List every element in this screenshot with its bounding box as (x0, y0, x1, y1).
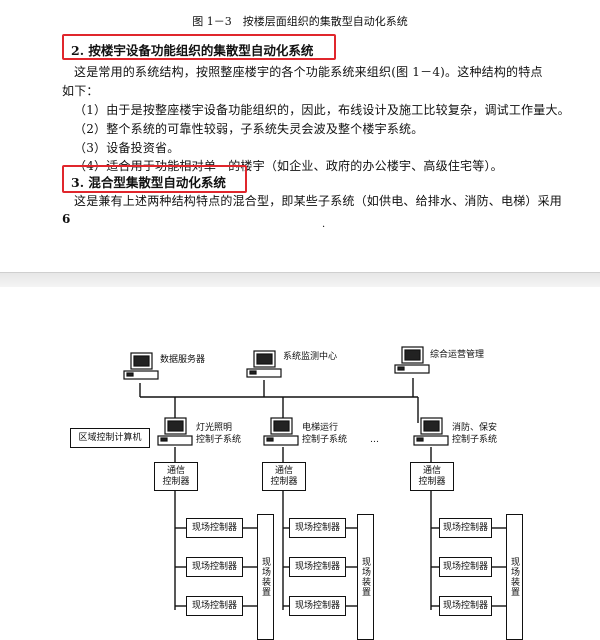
comm-controller-box: 通信 控制器 (410, 462, 454, 491)
computer-icon (394, 346, 430, 374)
field-controller-box: 现场控制器 (439, 518, 492, 538)
text-line: （3）设备投资省。 (74, 141, 180, 155)
label-operations: 综合运营管理 (430, 350, 485, 360)
ellipsis: … (370, 435, 379, 445)
label-monitor-center: 系统监测中心 (283, 352, 338, 362)
label-lighting-subsystem: 灯光照明 控制子系统 (196, 423, 242, 445)
field-controller-box: 现场控制器 (186, 557, 243, 577)
text-line: 如下： (62, 84, 99, 98)
document-page-top: 图 1－3 按楼层面组织的集散型自动化系统 2. 按楼宇设备功能组织的集散型自动… (0, 0, 600, 272)
field-controller-box: 现场控制器 (289, 596, 346, 616)
highlight-box-section2 (62, 34, 336, 60)
text-line: （4）适合用于功能相对单一的楼宇（如企业、政府的办公楼宇、高级住宅等）。 (74, 159, 503, 173)
section2-heading: 2. 按楼宇设备功能组织的集散型自动化系统 (71, 43, 314, 58)
field-controller-box: 现场控制器 (289, 557, 346, 577)
section3-heading: 3. 混合型集散型自动化系统 (71, 175, 226, 190)
field-controller-box: 现场控制器 (289, 518, 346, 538)
field-device-box: 现场装置 (506, 514, 523, 640)
label-data-server: 数据服务器 (160, 355, 206, 365)
area-control-computer-box: 区域控制计算机 (70, 428, 150, 448)
text-line: 这是常用的系统结构，按照整座楼宇的各个功能系统来组织(图 1－4)。这种结构的特… (74, 65, 543, 79)
page-number: 6 (62, 212, 71, 226)
text-line: （1）由于是按整座楼宇设备功能组织的，因此，布线设计及施工比较复杂，调试工作量大… (74, 103, 570, 117)
highlight-box-section3 (62, 165, 247, 193)
field-device-box: 现场装置 (357, 514, 374, 640)
comm-controller-box: 通信 控制器 (154, 462, 198, 491)
computer-icon (413, 417, 449, 446)
label-elevator-subsystem: 电梯运行 控制子系统 (302, 423, 348, 445)
computer-icon (263, 417, 299, 446)
computer-icon (157, 417, 193, 446)
field-controller-box: 现场控制器 (186, 596, 243, 616)
field-device-box: 现场装置 (257, 514, 274, 640)
computer-icon (123, 352, 159, 380)
text-line: （2）整个系统的可靠性较弱，子系统失灵会波及整个楼宇系统。 (74, 122, 424, 136)
figure-caption: 图 1－3 按楼层面组织的集散型自动化系统 (192, 15, 408, 28)
computer-icon (246, 350, 282, 378)
field-controller-box: 现场控制器 (186, 518, 243, 538)
text-line: 这是兼有上述两种结构特点的混合型，即某些子系统（如供电、给排水、消防、电梯）采用 (74, 194, 563, 208)
field-controller-box: 现场控制器 (439, 557, 492, 577)
field-controller-box: 现场控制器 (439, 596, 492, 616)
label-fire-security-subsystem: 消防、保安 控制子系统 (452, 423, 498, 445)
comm-controller-box: 通信 控制器 (262, 462, 306, 491)
stray-mark: · (322, 222, 326, 233)
